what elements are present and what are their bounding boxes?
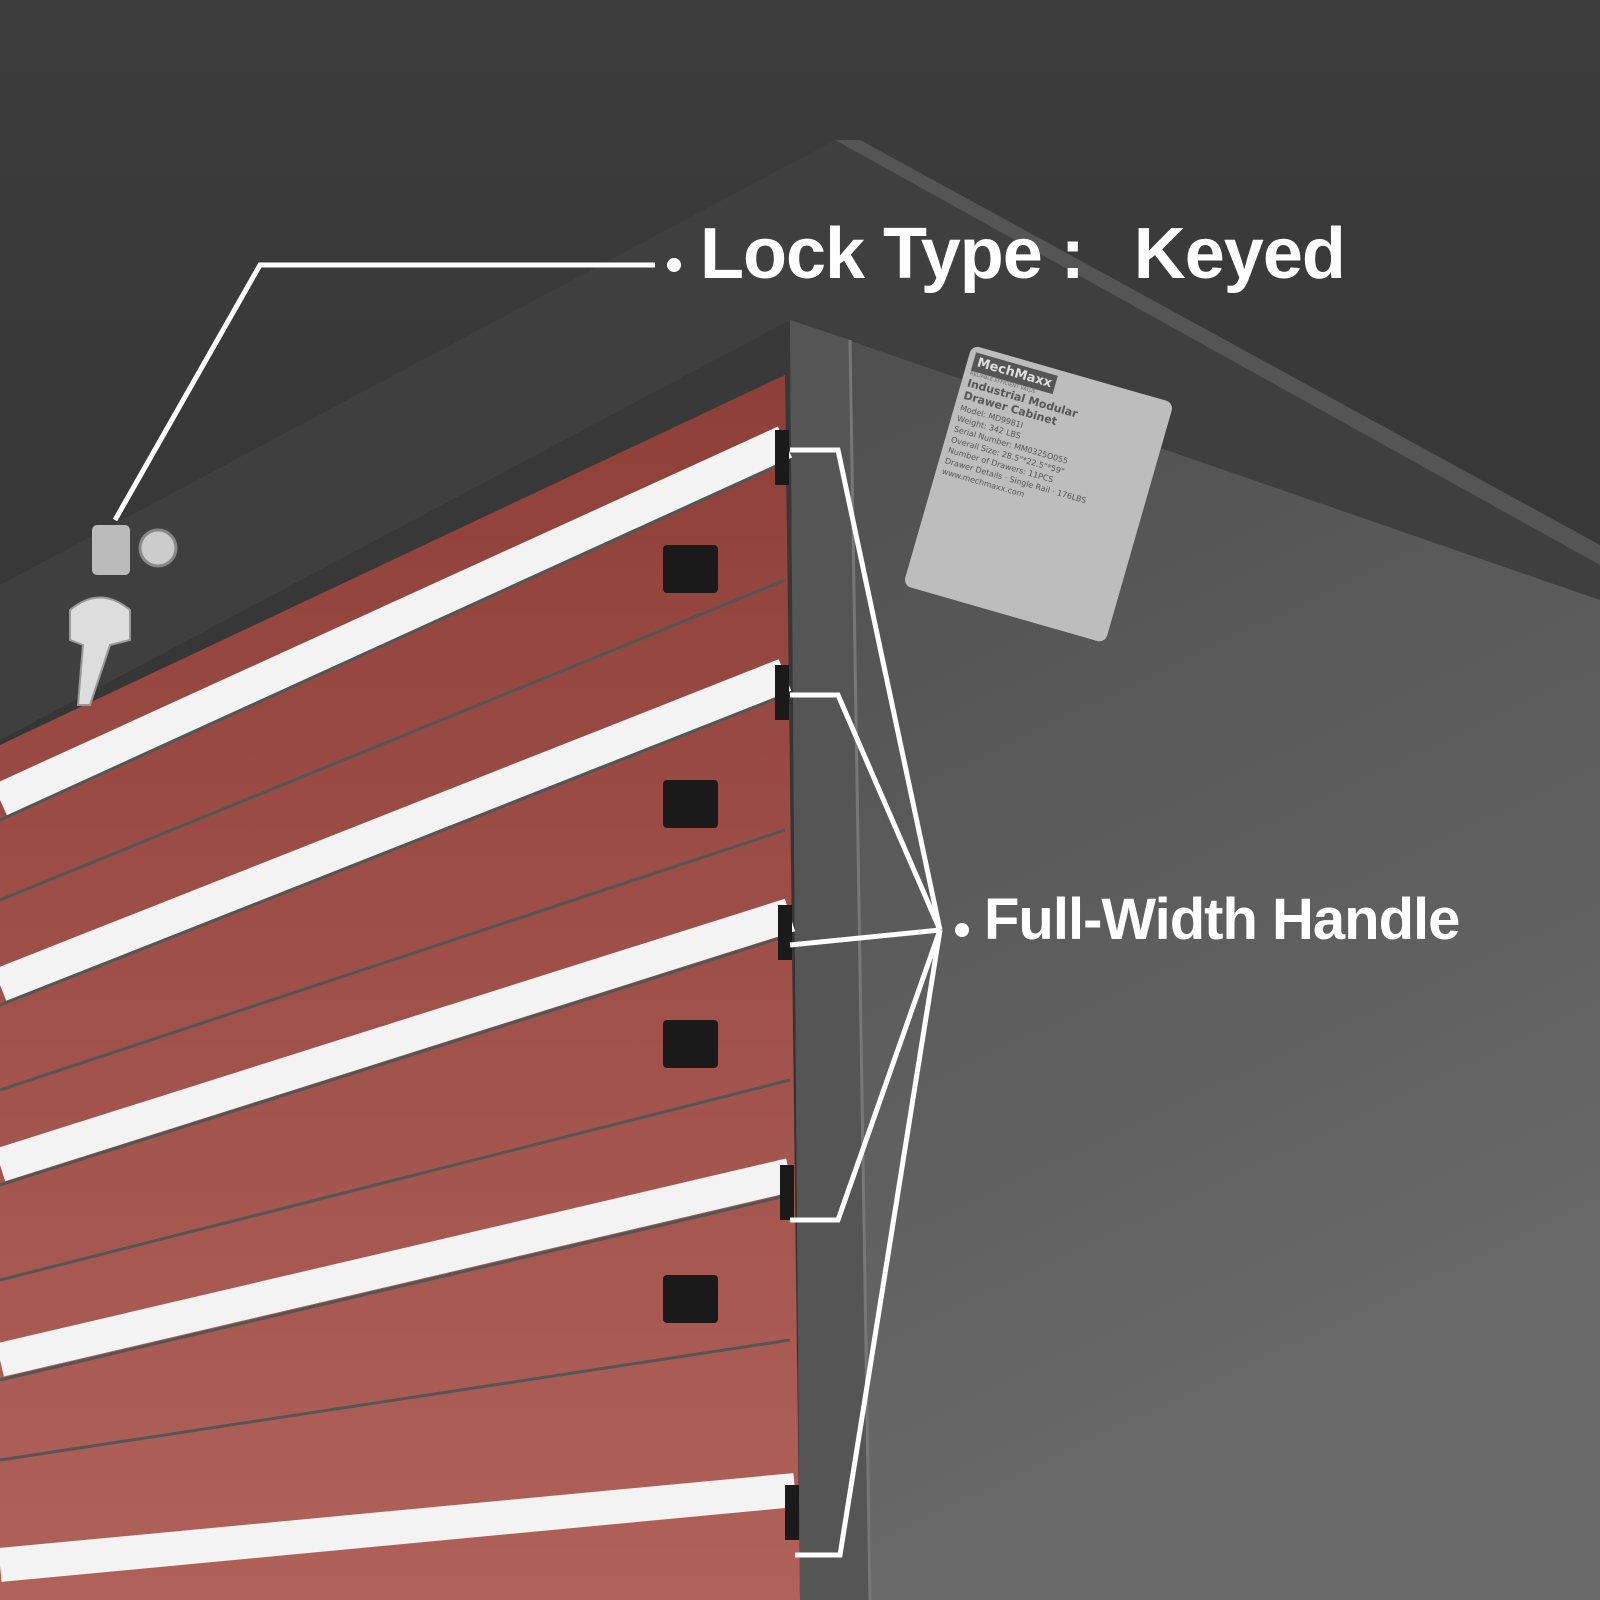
cabinet-top [0,140,1600,740]
drawer-handles [0,426,799,1582]
drawer-front [0,375,800,1600]
cabinet-side [790,320,1600,1600]
lock-callout-dot [667,258,681,272]
key-lock-icon [69,525,178,706]
lock-type-callout: Lock Type : Keyed [700,214,1560,294]
handle-callout-dot [955,923,969,937]
handle-callout: Full-Width Handle [984,887,1460,952]
lock-type-label: Lock Type : [700,214,1085,294]
callout-lines [112,262,943,1558]
lock-type-value: Keyed [1133,214,1346,294]
